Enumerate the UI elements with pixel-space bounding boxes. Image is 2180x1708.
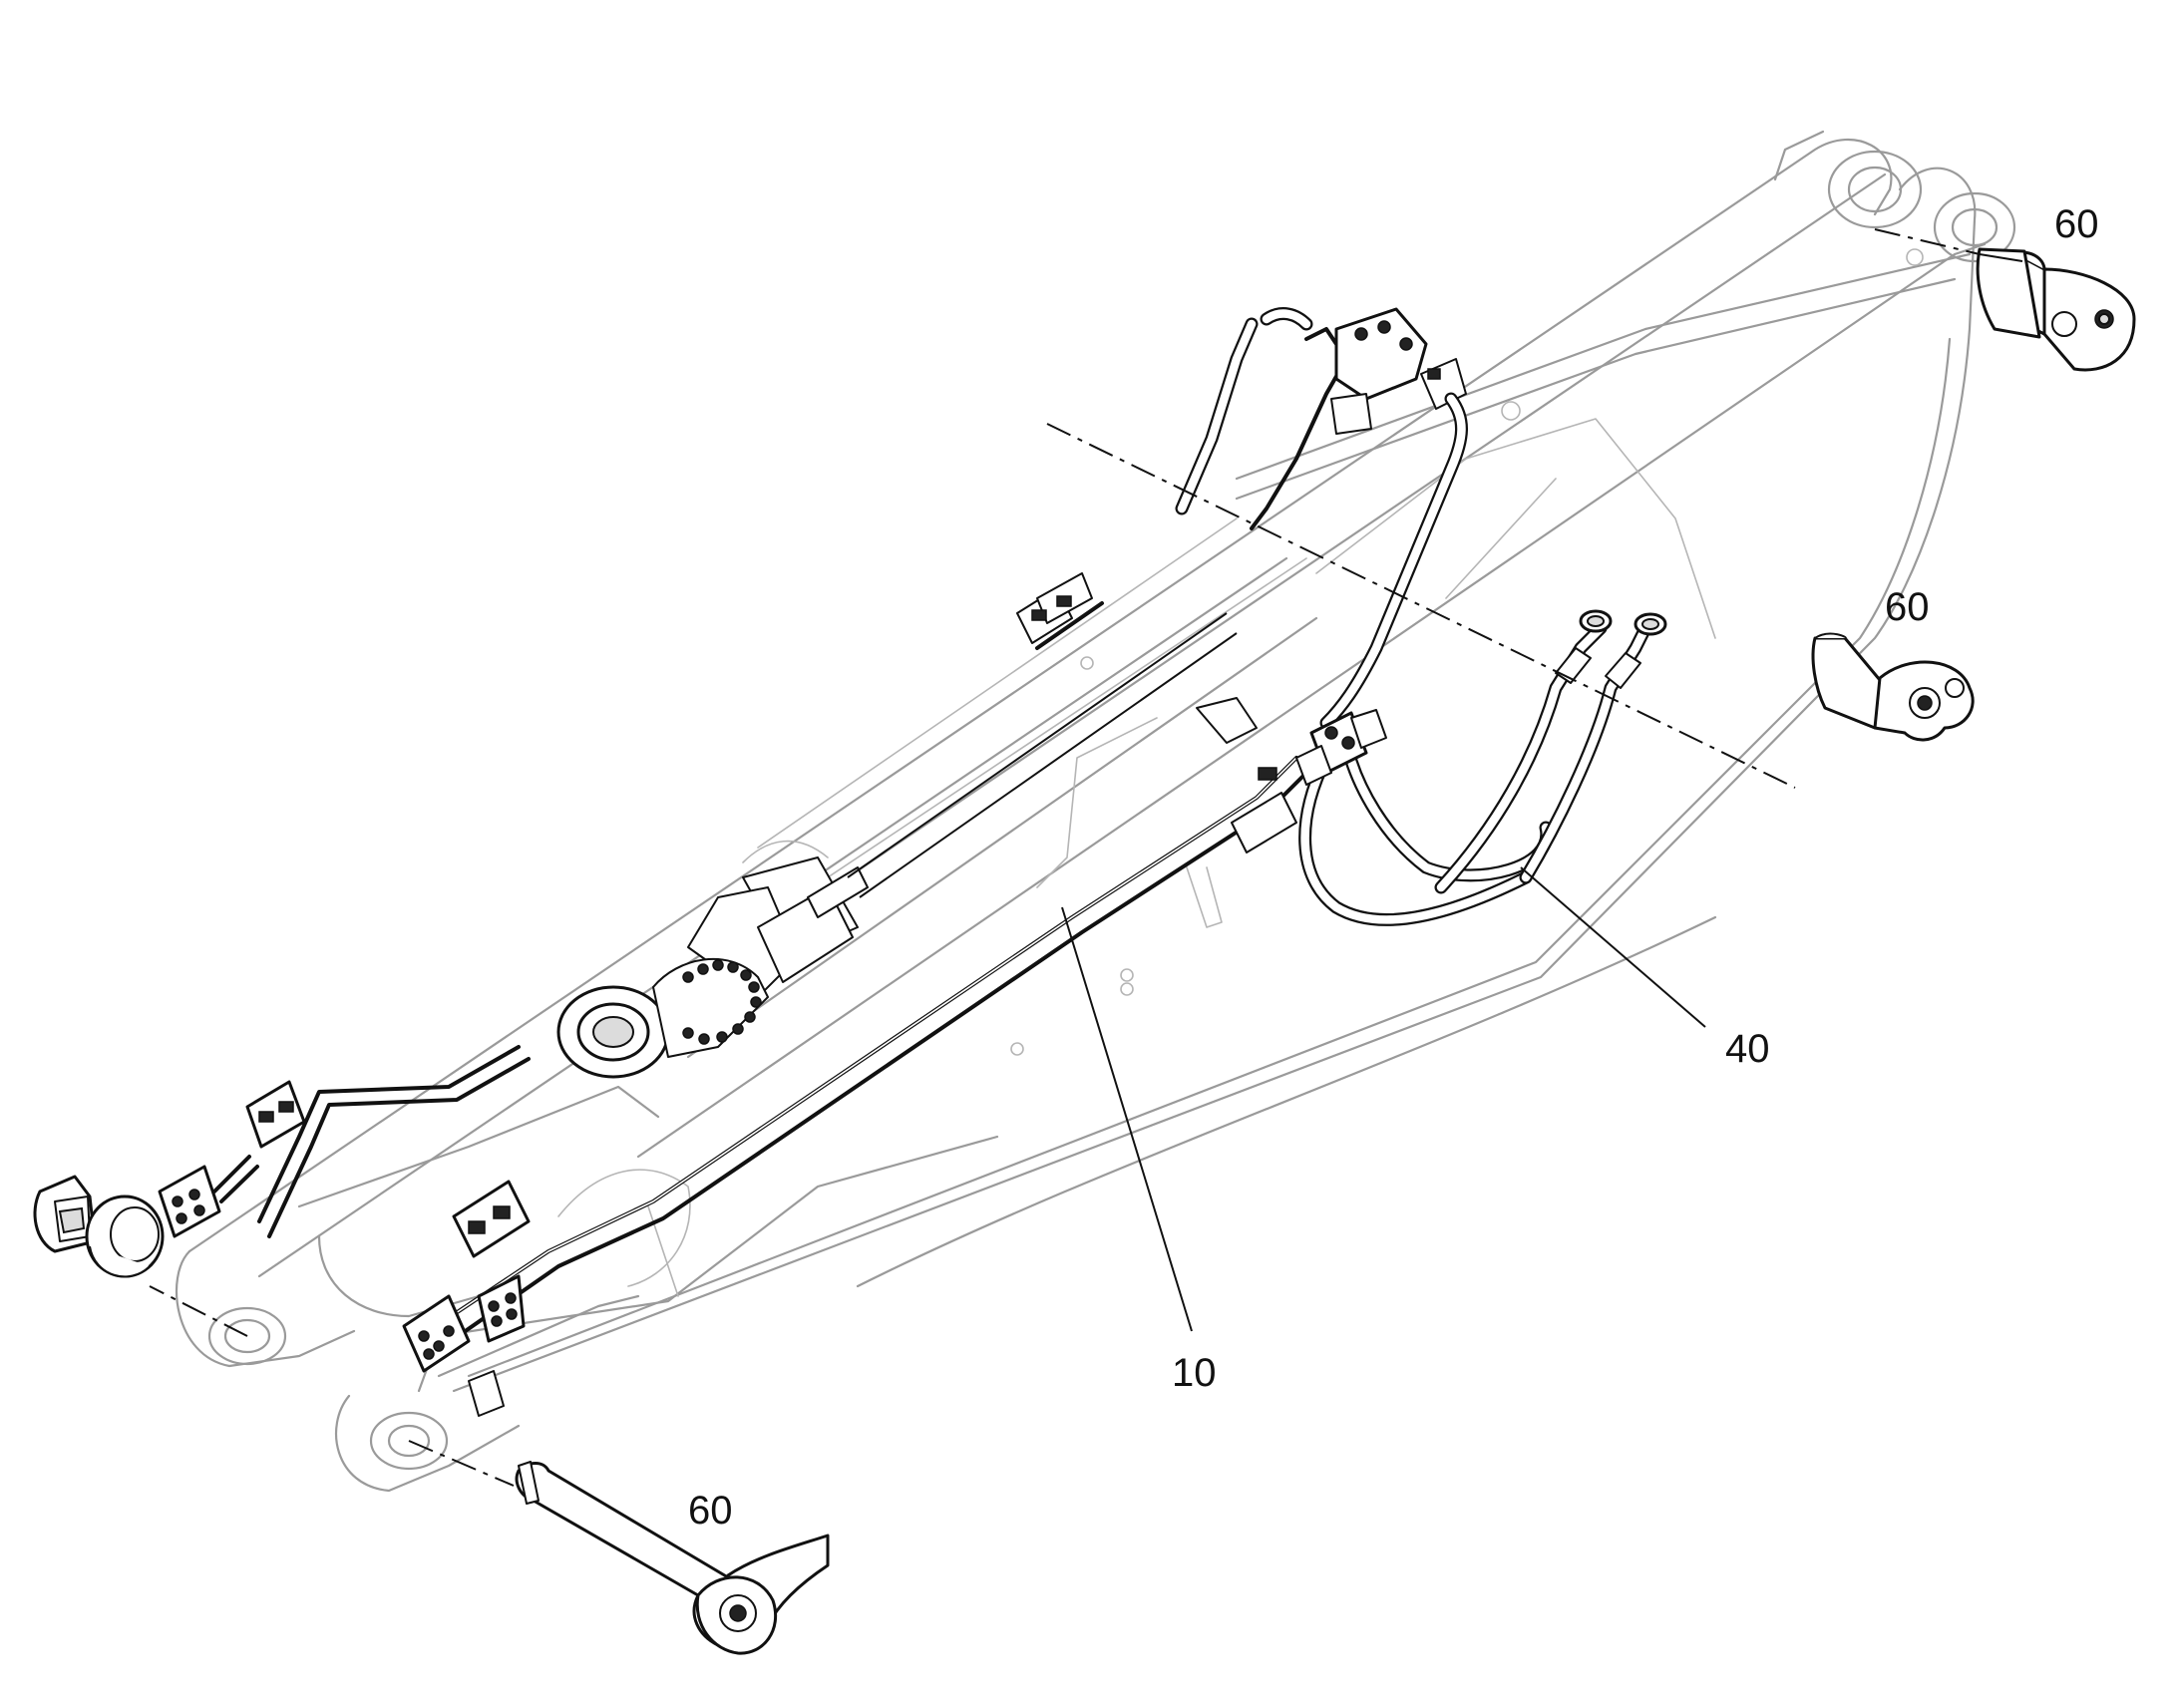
pipe-fitting-lower-left bbox=[402, 1180, 531, 1417]
hose-end-fittings bbox=[1555, 609, 1667, 689]
pipe-clamp-upper bbox=[1016, 572, 1093, 644]
hose-group bbox=[1175, 307, 1667, 926]
callout-60-middle-right: 60 bbox=[1885, 585, 1930, 629]
pin-60-top-right bbox=[1046, 228, 2136, 789]
pipe-fitting-rear-left bbox=[158, 1080, 306, 1238]
spacer-washer bbox=[85, 1195, 165, 1278]
hose-pipe-junction bbox=[1295, 709, 1387, 786]
pin-60-middle-right bbox=[1811, 632, 1975, 742]
pipe-line-assembly bbox=[158, 307, 1467, 1417]
callout-60-top-right: 60 bbox=[2054, 202, 2099, 246]
pin-60-bottom-left bbox=[149, 1285, 830, 1655]
cylinder-gland-bolts bbox=[682, 959, 762, 1045]
leader-lines bbox=[1061, 866, 1706, 1332]
callout-40: 40 bbox=[1725, 1027, 1770, 1071]
callout-labels: 60 60 40 10 60 bbox=[688, 202, 2099, 1533]
head-end-manifold bbox=[1330, 307, 1467, 435]
pipe-clamp-mid bbox=[1196, 697, 1297, 854]
boom-structure bbox=[175, 130, 2016, 1493]
callout-60-bottom-left: 60 bbox=[688, 1489, 733, 1533]
callout-10: 10 bbox=[1172, 1351, 1217, 1395]
boom-cylinder bbox=[556, 612, 1238, 1079]
